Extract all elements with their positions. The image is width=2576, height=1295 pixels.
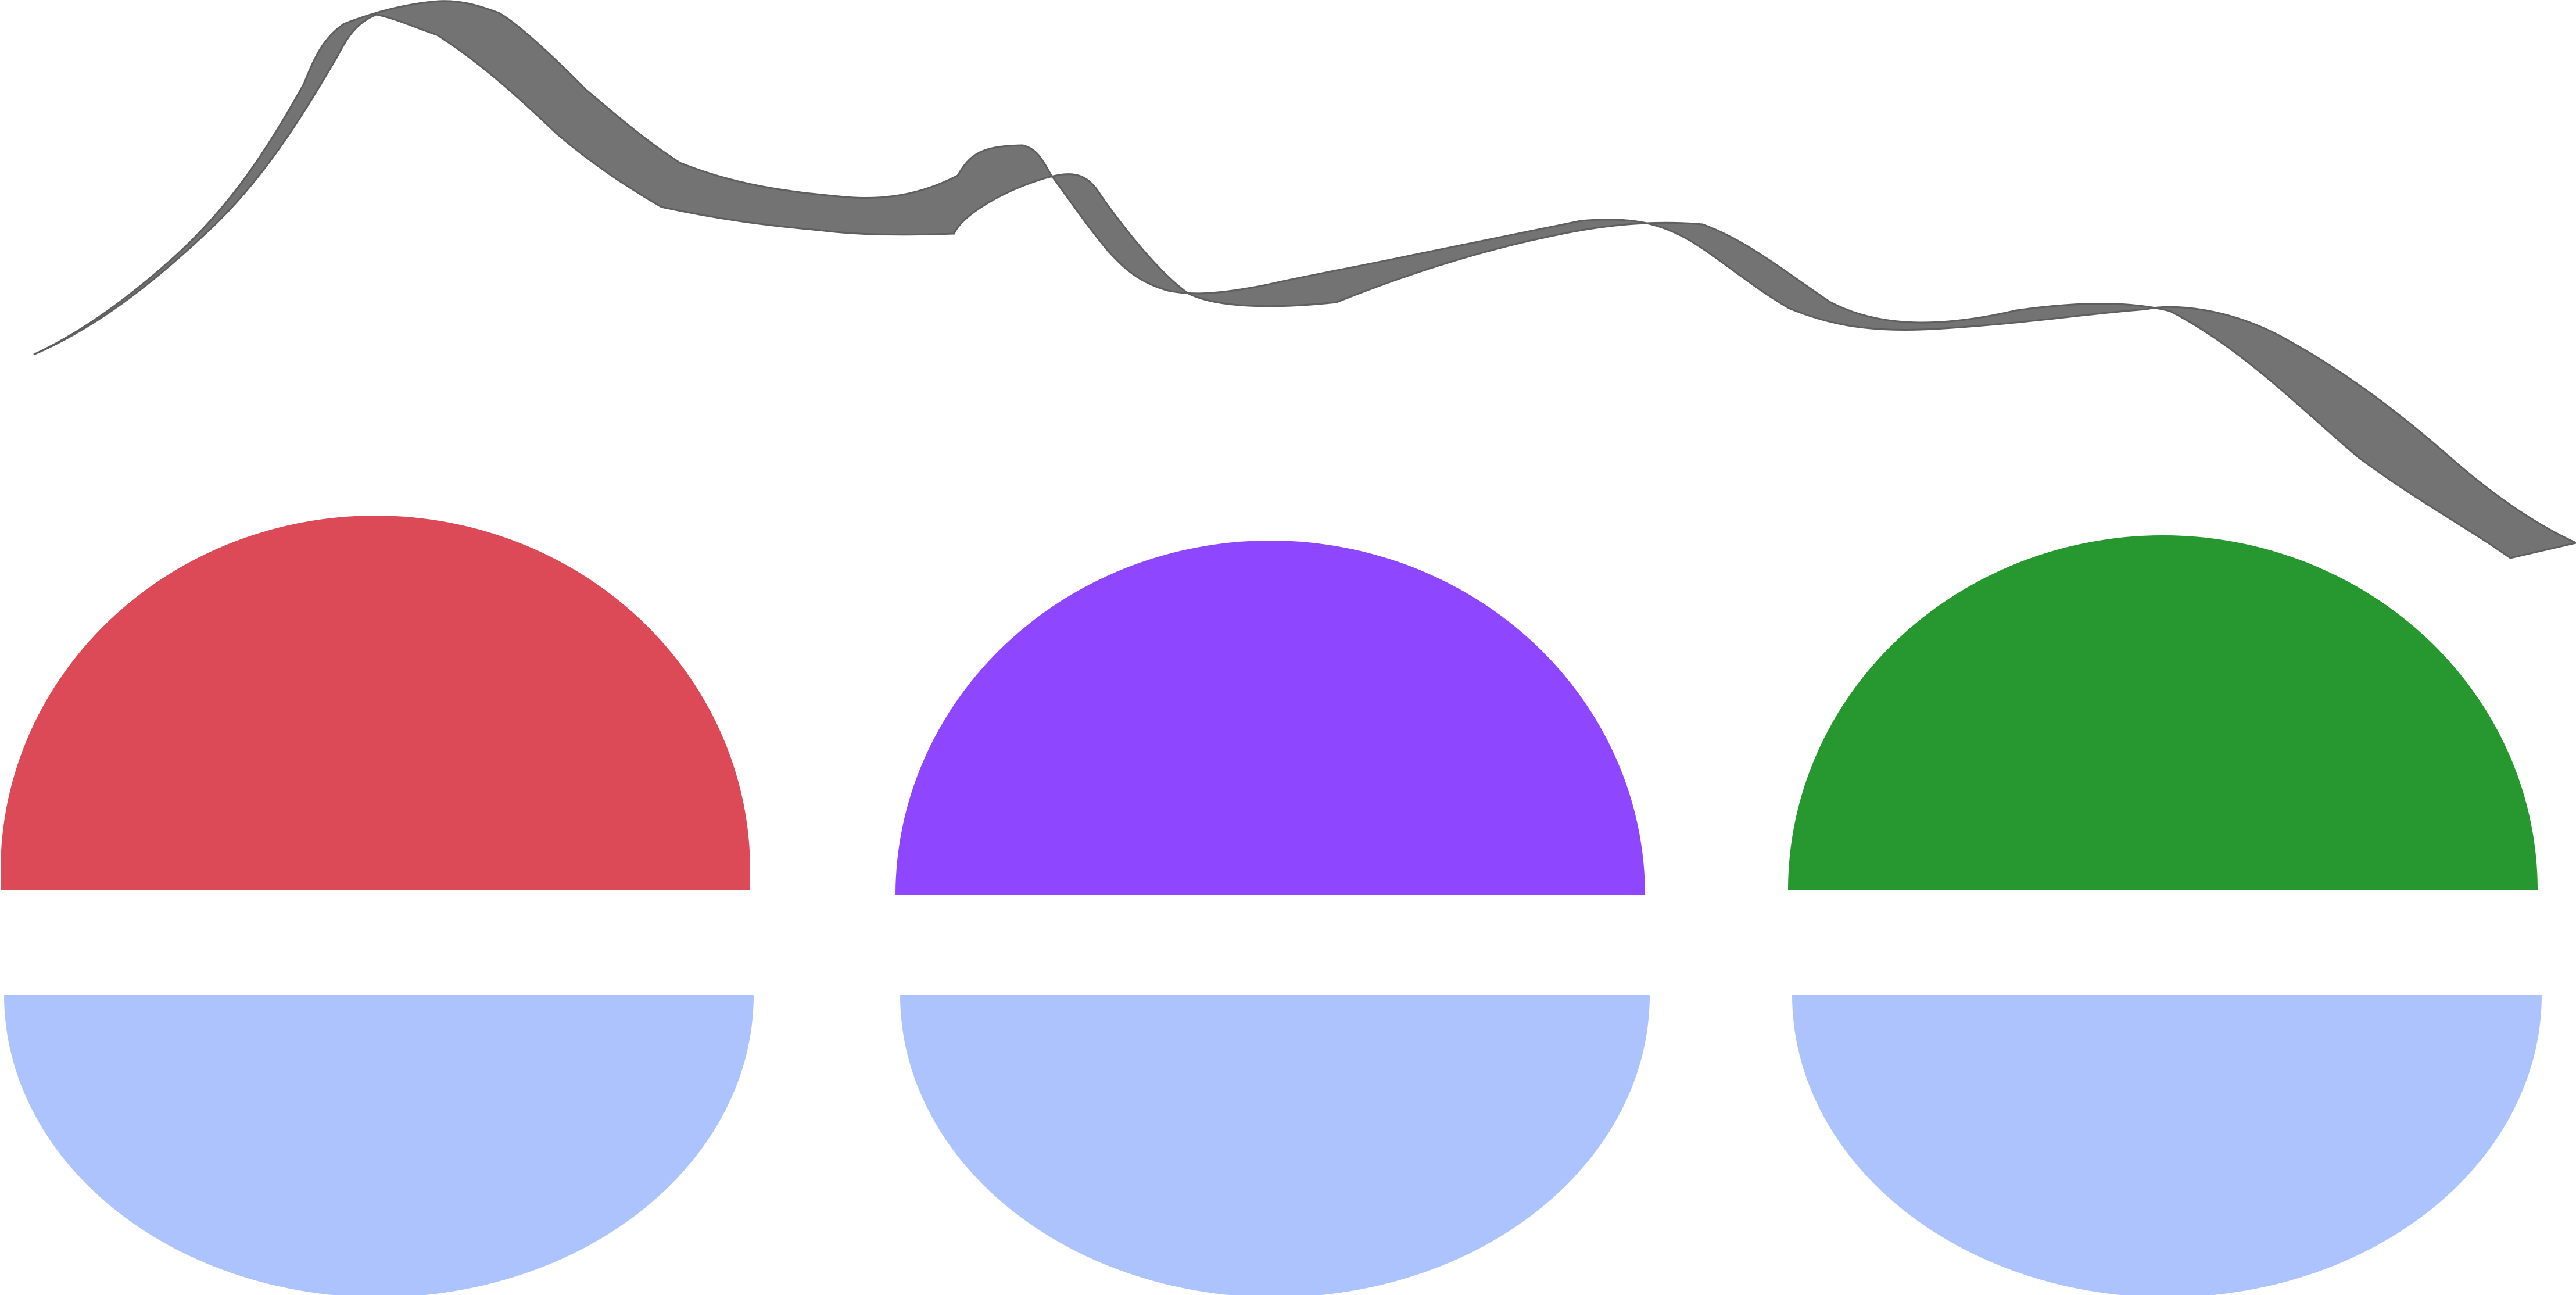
bottom-half-ellipse-blue bbox=[4, 995, 754, 1295]
top-half-ellipse-purple bbox=[895, 541, 1645, 895]
bottom-half-ellipse-blue bbox=[1792, 995, 2542, 1295]
top-half-ellipse-green bbox=[1788, 535, 2538, 890]
group-left bbox=[0, 516, 754, 1295]
gray-ribbon-line bbox=[33, 0, 2576, 559]
group-middle bbox=[895, 541, 1650, 1295]
ribbon-shape bbox=[33, 0, 2576, 559]
group-right bbox=[1788, 535, 2542, 1295]
top-half-ellipse-red bbox=[0, 516, 750, 890]
bottom-half-ellipse-blue bbox=[900, 995, 1650, 1295]
